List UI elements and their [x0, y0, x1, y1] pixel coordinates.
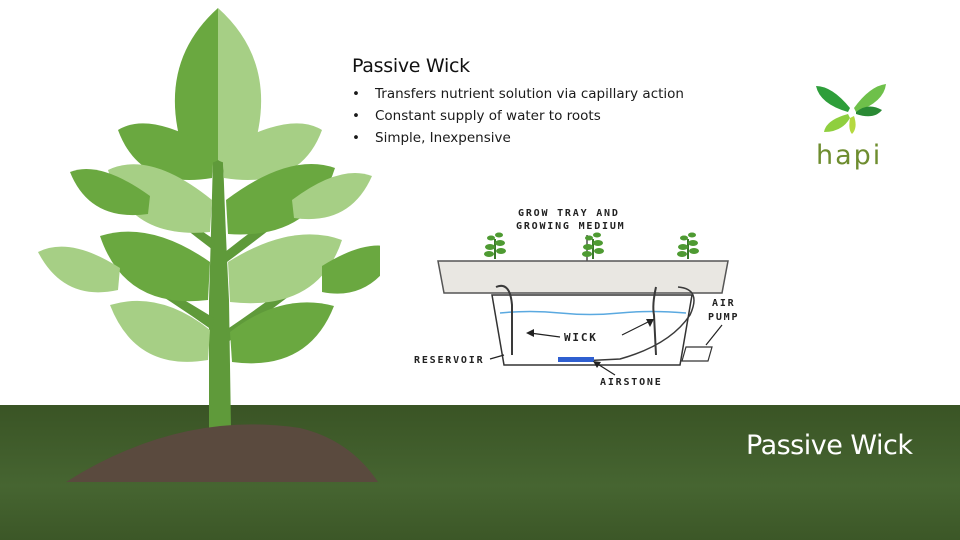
plant-leaf — [100, 231, 210, 302]
plant-leaf — [174, 8, 218, 163]
plant-leaf — [218, 8, 262, 163]
bullet-text: Simple, Inexpensive — [375, 130, 511, 146]
leaf-cross-logo-icon — [816, 84, 886, 134]
airstone — [558, 357, 594, 362]
logo-wordmark: hapi — [816, 140, 883, 171]
wick-right — [652, 286, 657, 356]
plant-leaf — [108, 164, 212, 233]
arrow-head — [593, 361, 601, 368]
plant-leaf — [118, 123, 214, 180]
wick-left — [495, 284, 513, 355]
plant-leaf — [292, 173, 372, 220]
bullet-text: Transfers nutrient solution via capillar… — [375, 86, 684, 102]
arrow-head — [526, 329, 534, 337]
label-reservoir: RESERVOIR — [414, 355, 484, 366]
plant-stem — [209, 120, 231, 430]
arrow-wick — [529, 332, 561, 338]
arrow-air-pump — [705, 324, 723, 346]
seedling-icon — [484, 232, 506, 259]
plant-leaf — [322, 245, 380, 294]
bullet-text: Constant supply of water to roots — [375, 108, 601, 124]
arrow-reservoir — [489, 354, 505, 360]
air-tube — [579, 286, 695, 362]
label-grow-tray-line1: GROW TRAY AND — [518, 208, 620, 219]
plant-leaf — [228, 234, 342, 304]
bullet-dot: • — [352, 86, 360, 102]
arrow-wick-right — [621, 320, 651, 336]
soil-mound — [66, 424, 378, 482]
plant-leaf — [70, 169, 150, 216]
seedling-icon — [582, 232, 604, 259]
air-pump — [681, 346, 713, 362]
bullet-dot: • — [352, 130, 360, 146]
footer-title: Passive Wick — [746, 430, 913, 461]
grow-tray — [437, 260, 729, 294]
label-air-pump-line1: AIR — [712, 298, 735, 309]
arrow-head — [646, 319, 654, 327]
plant-leaf — [226, 164, 335, 235]
bullet-item: • Constant supply of water to roots — [352, 106, 684, 128]
label-airstone: AIRSTONE — [600, 377, 663, 388]
label-air-pump-line2: PUMP — [708, 312, 739, 323]
bullet-list: • Transfers nutrient solution via capill… — [352, 84, 684, 150]
plant-illustration — [38, 8, 380, 482]
label-grow-tray-line2: GROWING MEDIUM — [516, 221, 626, 232]
plant-leaf — [222, 123, 322, 180]
slide-title: Passive Wick — [352, 55, 470, 77]
label-wick: WICK — [564, 331, 598, 344]
bullet-item: • Simple, Inexpensive — [352, 128, 684, 150]
plant-leaf — [230, 302, 334, 364]
reservoir — [491, 294, 693, 366]
passive-wick-diagram: GROW TRAY AND GROWING MEDIUM — [414, 208, 739, 388]
bullet-item: • Transfers nutrient solution via capill… — [352, 84, 684, 106]
seedling-icon — [677, 232, 699, 259]
arrow-airstone — [595, 362, 616, 376]
plant-leaf — [38, 246, 120, 293]
plant-leaf — [110, 300, 210, 362]
bullet-dot: • — [352, 108, 360, 124]
